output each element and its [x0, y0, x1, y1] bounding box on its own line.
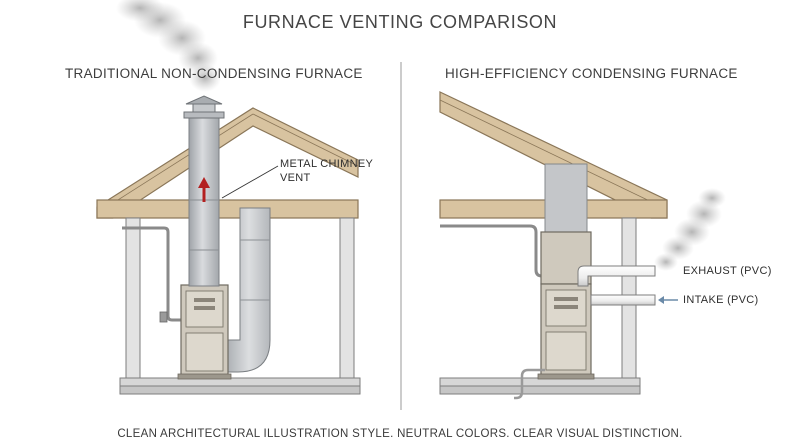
- right-panel-heading: HIGH-EFFICIENCY CONDENSING FURNACE: [445, 66, 738, 81]
- right-supply-duct: [544, 163, 588, 235]
- left-house: [96, 0, 361, 395]
- intake-pvc-pipe: [590, 294, 656, 306]
- condensate-drain: [514, 368, 545, 400]
- chimney-label-leader: [221, 165, 279, 199]
- intake-arrow: [658, 296, 678, 304]
- right-gas-line: [440, 224, 543, 278]
- left-return-duct: [227, 207, 271, 373]
- exhaust-label: EXHAUST (PVC): [683, 265, 772, 277]
- left-chimney-smoke: [116, 0, 221, 92]
- left-panel-heading: TRADITIONAL NON-CONDENSING FURNACE: [65, 66, 363, 81]
- flue-flow-arrow: [198, 177, 210, 202]
- left-ceiling-beam: [96, 199, 359, 219]
- chimney-vent-label: METAL CHIMNEY VENT: [280, 158, 373, 184]
- diagram-title: FURNACE VENTING COMPARISON: [242, 12, 558, 32]
- exhaust-pvc-pipe: [577, 265, 656, 287]
- left-wall-right: [339, 217, 355, 387]
- diagram-caption: CLEAN ARCHITECTURAL ILLUSTRATION STYLE. …: [117, 428, 683, 440]
- right-house: [439, 91, 726, 400]
- intake-label: INTAKE (PVC): [683, 294, 759, 306]
- exhaust-vapor: [654, 188, 726, 271]
- left-gas-line: [122, 226, 182, 322]
- left-wall-left: [125, 217, 141, 387]
